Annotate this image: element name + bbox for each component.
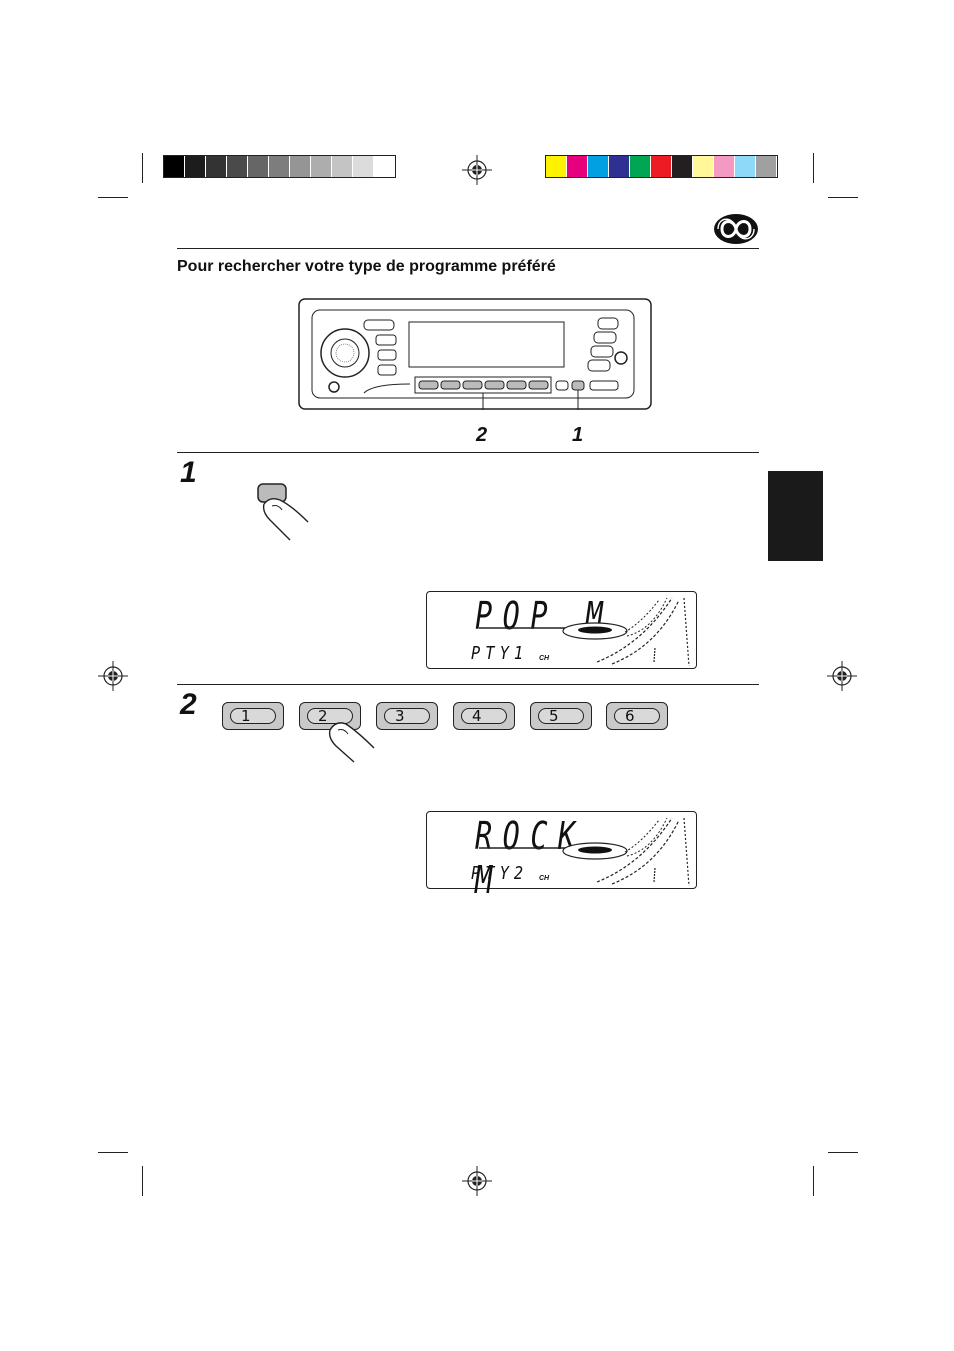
color-swatch [248, 156, 269, 177]
preset-button-1[interactable]: 1 [222, 702, 284, 730]
display-main-text: ROCK M [475, 814, 586, 902]
callout-pty-button: 1 [572, 424, 584, 446]
color-swatch [353, 156, 374, 177]
color-swatch [630, 156, 651, 177]
display-panel-step-2: ROCK M PTY2 CH [426, 811, 697, 902]
step-2-rule [177, 684, 759, 685]
color-swatch [567, 156, 588, 177]
display-ch-label: CH [539, 875, 550, 882]
color-swatch [651, 156, 672, 177]
preset-button-2[interactable]: 2 [299, 702, 361, 730]
step-1-number: 1 [180, 456, 197, 489]
preset-label: 3 [384, 708, 430, 724]
step-2-number: 2 [180, 688, 197, 721]
color-swatch [609, 156, 630, 177]
color-swatch [227, 156, 248, 177]
display-pty-text: PTY2 [471, 863, 529, 884]
language-side-tab [768, 471, 823, 561]
preset-button-3[interactable]: 3 [376, 702, 438, 730]
finger-press-preset-icon [328, 722, 375, 763]
color-swatch [311, 156, 332, 177]
display-pty-text: PTY1 [471, 643, 529, 664]
registration-target-bottom-icon [462, 1166, 492, 1196]
preset-label: 1 [230, 708, 276, 724]
color-swatch [164, 156, 185, 177]
color-swatch [672, 156, 693, 177]
preset-button-4[interactable]: 4 [453, 702, 515, 730]
color-swatch [374, 156, 395, 177]
color-swatch [185, 156, 206, 177]
color-swatch [714, 156, 735, 177]
color-swatch [290, 156, 311, 177]
color-swatch [735, 156, 756, 177]
registration-target-top-icon [462, 155, 492, 185]
color-swatch [332, 156, 353, 177]
registration-target-left-icon [98, 661, 128, 691]
color-swatch [588, 156, 609, 177]
road-graphic-icon [479, 597, 690, 667]
preset-label: 2 [307, 708, 353, 724]
preset-button-6[interactable]: 6 [606, 702, 668, 730]
color-swatch [546, 156, 567, 177]
preset-label: 4 [461, 708, 507, 724]
display-panel-step-1: POP M PTY1 CH [426, 591, 697, 669]
car-stereo-panel-diagram [298, 298, 652, 410]
road-graphic-icon [479, 817, 690, 887]
registration-target-right-icon [827, 661, 857, 691]
color-swatch [756, 156, 777, 177]
finger-press-button-icon [257, 483, 309, 541]
color-swatch [269, 156, 290, 177]
header-rule [177, 248, 759, 249]
callout-preset-buttons: 2 [476, 424, 488, 446]
preset-label: 6 [614, 708, 660, 724]
color-swatch [206, 156, 227, 177]
preset-label: 5 [538, 708, 584, 724]
preset-button-5[interactable]: 5 [530, 702, 592, 730]
color-calibration-bar [545, 155, 778, 178]
section-heading: Pour rechercher votre type de programme … [177, 258, 556, 275]
color-swatch [693, 156, 714, 177]
step-1-rule [177, 452, 759, 453]
rds-logo-icon [714, 214, 758, 244]
display-ch-label: CH [539, 655, 550, 662]
gray-calibration-bar [163, 155, 396, 178]
